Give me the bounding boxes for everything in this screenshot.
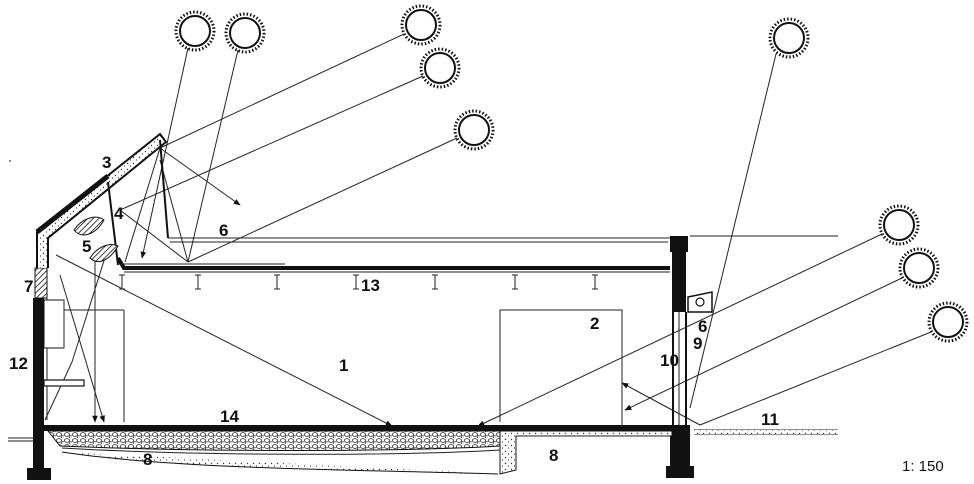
label-12: 12 — [9, 354, 28, 373]
ceiling-hangers — [119, 274, 598, 290]
sun-icon — [898, 247, 940, 289]
hanger — [592, 274, 598, 290]
label-1: 1 — [339, 356, 348, 375]
sun-rays — [44, 33, 932, 427]
hanger — [119, 274, 125, 290]
sun-icon — [224, 12, 266, 54]
suns — [174, 4, 969, 343]
label-11: 11 — [761, 410, 779, 429]
label-6: 6 — [698, 317, 707, 336]
label-6: 6 — [219, 221, 228, 240]
label-4: 4 — [114, 204, 124, 223]
sun-icon — [927, 301, 969, 343]
label-8: 8 — [143, 450, 152, 469]
hanger — [512, 274, 518, 290]
light-scoop — [73, 139, 838, 266]
label-7: 7 — [24, 277, 33, 296]
hanger — [274, 274, 280, 290]
floor — [44, 425, 673, 475]
sun-icon — [419, 47, 461, 89]
ceiling-reflector — [116, 256, 670, 273]
sun-icon — [174, 10, 216, 52]
callout-labels: 1 2 3 4 5 6 6 7 8 8 9 10 11 12 13 14 1: … — [9, 153, 944, 475]
hanger — [353, 274, 359, 290]
hanger — [195, 274, 201, 290]
label-14: 14 — [220, 407, 239, 426]
ground — [8, 160, 838, 442]
hanger — [432, 274, 438, 290]
north-roof-slope — [35, 132, 168, 268]
label-9: 9 — [693, 334, 702, 353]
sun-icon — [768, 17, 810, 59]
label-10: 10 — [660, 351, 679, 370]
label-8: 8 — [549, 446, 558, 465]
sun-icon — [453, 109, 495, 151]
label-2: 2 — [590, 314, 599, 333]
right-wall — [666, 236, 713, 478]
sun-icon — [878, 204, 920, 246]
label-3: 3 — [102, 153, 111, 172]
scale-label: 1: 150 — [902, 458, 944, 475]
label-5: 5 — [82, 237, 91, 256]
left-wall — [27, 267, 125, 480]
partition-boxes — [499, 309, 623, 425]
sun-icon — [400, 4, 442, 46]
label-13: 13 — [361, 276, 380, 295]
